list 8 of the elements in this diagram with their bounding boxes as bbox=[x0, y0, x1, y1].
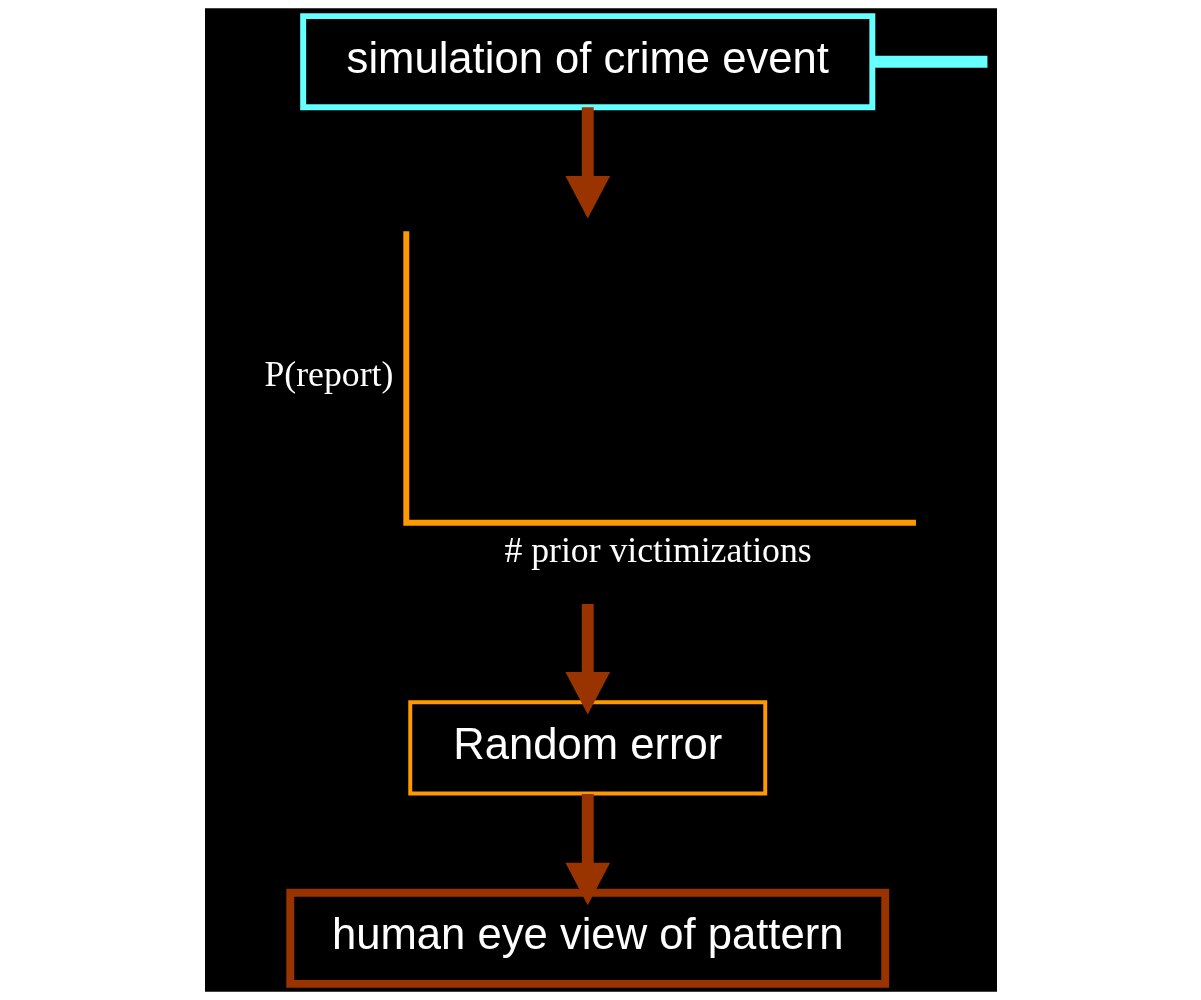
node-box: human eye view of pattern bbox=[285, 888, 889, 988]
arrow bbox=[564, 107, 610, 219]
node-box: Random error bbox=[407, 700, 767, 796]
node-box: simulation of crime event bbox=[299, 13, 875, 111]
arrow bbox=[564, 794, 610, 906]
node-text: P(report) # prior victimizations bbox=[264, 353, 812, 571]
arrow bbox=[564, 604, 610, 715]
connector bbox=[872, 55, 987, 68]
